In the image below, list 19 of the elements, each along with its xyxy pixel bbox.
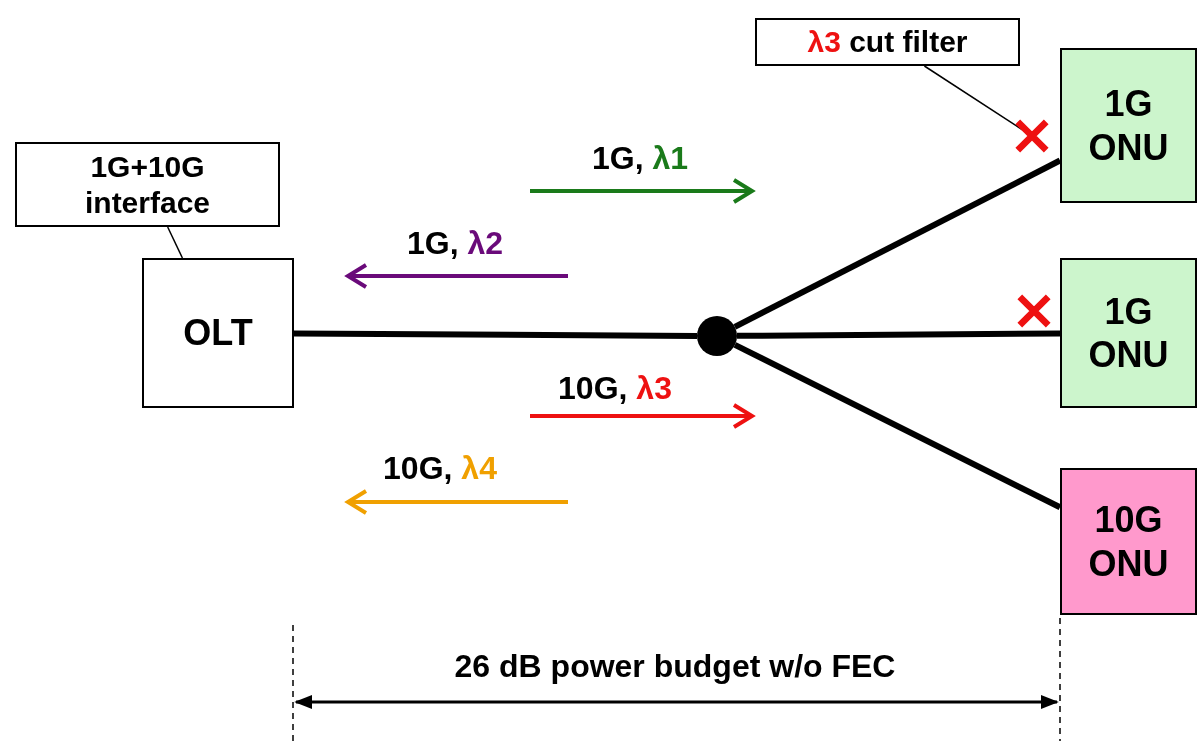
label-text: 1G, λ2 (406, 225, 504, 262)
cross-mark (1014, 118, 1050, 154)
olt-box: OLT (142, 258, 294, 408)
label-text: 10G, λ3 (558, 370, 672, 407)
fiber-line (733, 157, 1062, 330)
cross-mark (1016, 293, 1052, 329)
label-text: 1G, λ1 (591, 140, 689, 177)
callout-box: λ3 cut filter (755, 18, 1020, 66)
leader-line (166, 226, 184, 259)
fiber-line (737, 330, 1060, 339)
fiber-line (733, 342, 1062, 510)
onu-box: 1G ONU (1060, 258, 1197, 408)
label-text: 26 dB power budget w/o FEC (454, 648, 896, 685)
label-text: 10G, λ4 (383, 450, 497, 487)
fiber-line (294, 330, 698, 339)
splitter-dot (697, 316, 737, 356)
onu-box: 10G ONU (1060, 468, 1197, 615)
onu-box: 1G ONU (1060, 48, 1197, 203)
callout-box: 1G+10G interface (15, 142, 280, 227)
